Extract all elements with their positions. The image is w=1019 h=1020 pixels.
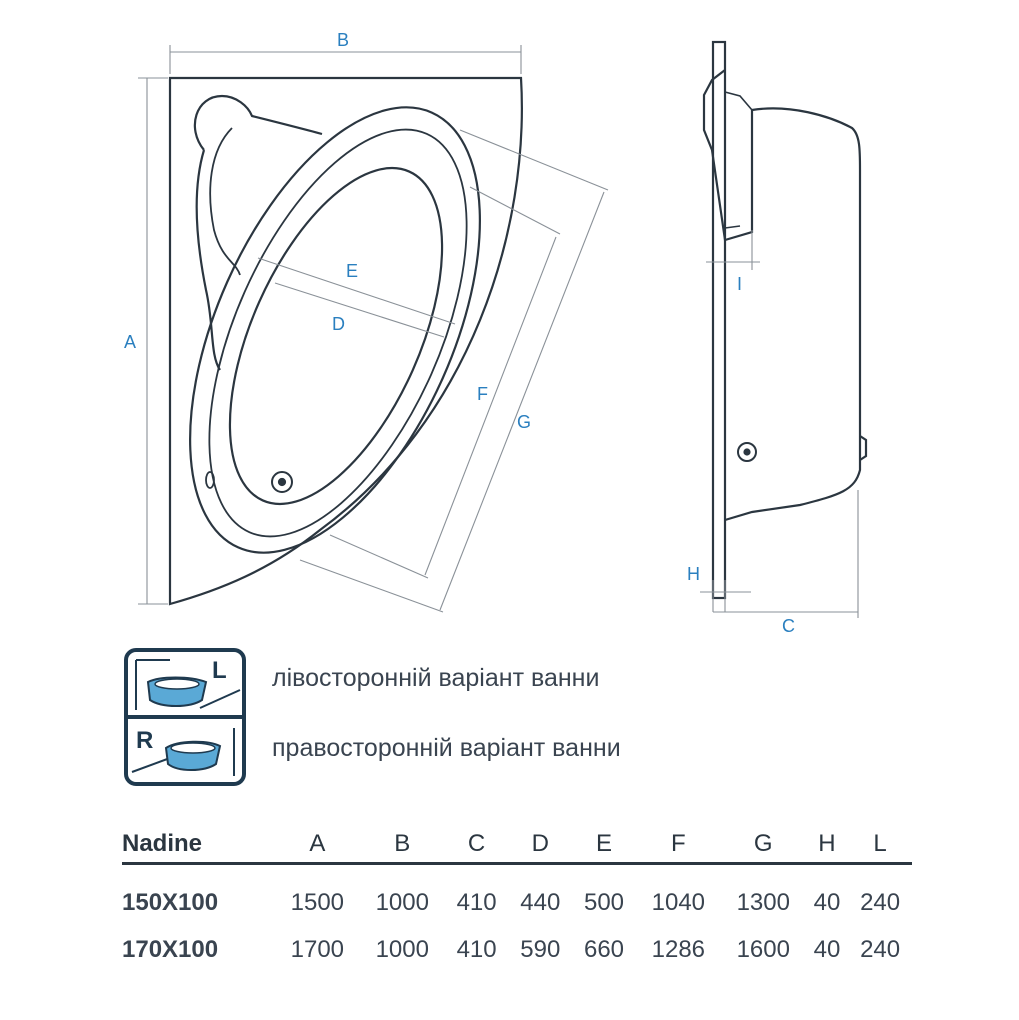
cell-g: 1300 <box>736 888 790 916</box>
outer-rim <box>189 106 481 554</box>
dim-label-h: H <box>687 564 700 584</box>
cell-a: 1500 <box>290 888 345 916</box>
header-a: A <box>309 830 326 857</box>
spec-table: Nadine A B C D E F G H L 150X100 1500 10… <box>122 826 912 973</box>
cell-b: 1000 <box>375 935 429 963</box>
side-inner-profile <box>724 91 753 229</box>
legend-left-text: лівосторонній варіант ванни <box>272 664 600 692</box>
overflow <box>205 471 215 489</box>
cell-d: 440 <box>520 888 561 916</box>
header-f: F <box>670 830 686 857</box>
cell-model: 170X100 <box>122 935 219 963</box>
dim-label-a: A <box>124 332 136 352</box>
cell-a: 1700 <box>290 935 345 963</box>
headrest <box>193 94 323 151</box>
dim-label-b: B <box>337 30 349 50</box>
table-header-row: Nadine A B C D E F G H L <box>122 826 912 864</box>
header-e: E <box>596 830 613 857</box>
side-tub-profile <box>702 69 862 522</box>
side-panel <box>711 40 727 600</box>
dim-label-f: F <box>477 384 488 404</box>
orientation-icon: L R <box>124 648 246 786</box>
cell-l: 240 <box>860 888 901 916</box>
drain <box>271 471 293 493</box>
table-row: 150X100 1500 1000 410 440 500 1040 1300 … <box>122 864 912 927</box>
cell-c: 410 <box>456 935 497 963</box>
middle-rim <box>208 128 468 538</box>
header-c: C <box>467 830 486 857</box>
side-drain <box>737 442 757 462</box>
cell-e: 500 <box>583 888 625 916</box>
side-view <box>702 40 868 600</box>
left-variant-icon: L <box>135 657 241 710</box>
cell-h: 40 <box>813 888 841 916</box>
header-l: L <box>873 830 887 857</box>
dim-label-g: G <box>517 412 531 432</box>
dim-label-c: C <box>782 616 795 636</box>
right-variant-icon: R <box>131 727 235 776</box>
cell-d: 590 <box>520 935 561 963</box>
left-letter: L <box>212 657 227 684</box>
dim-label-i: I <box>737 274 742 294</box>
cell-e: 660 <box>583 935 625 963</box>
cell-b: 1000 <box>375 888 429 916</box>
top-view-outline <box>168 76 523 606</box>
cell-c: 410 <box>456 888 497 916</box>
dim-label-d: D <box>332 314 345 334</box>
corner-seat-inner <box>209 127 241 276</box>
header-model: Nadine <box>122 830 203 857</box>
header-h: H <box>818 830 836 857</box>
corner-seat <box>195 149 221 371</box>
drain-center <box>277 477 287 487</box>
top-view <box>168 76 523 606</box>
header-d: D <box>531 830 549 857</box>
side-drain-center <box>743 448 751 456</box>
right-letter: R <box>136 727 153 754</box>
cell-f: 1286 <box>651 935 706 963</box>
cell-h: 40 <box>813 935 841 963</box>
table-row: 170X100 1700 1000 410 590 660 1286 1600 … <box>122 926 912 973</box>
cell-f: 1040 <box>651 888 706 916</box>
legend-right-text: правосторонній варіант ванни <box>272 734 621 762</box>
header-g: G <box>753 830 773 857</box>
cell-g: 1600 <box>736 935 790 963</box>
cell-model: 150X100 <box>122 888 219 916</box>
top-view-dimensions <box>138 45 609 613</box>
bathtub-technical-drawing: B A E D F G I H C L R <box>124 30 868 786</box>
header-b: B <box>394 830 411 857</box>
cell-l: 240 <box>860 935 901 963</box>
side-drain-outlet <box>859 435 868 461</box>
side-view-dimensions <box>700 230 859 618</box>
inner-basin <box>228 166 444 506</box>
dim-label-e: E <box>346 261 358 281</box>
